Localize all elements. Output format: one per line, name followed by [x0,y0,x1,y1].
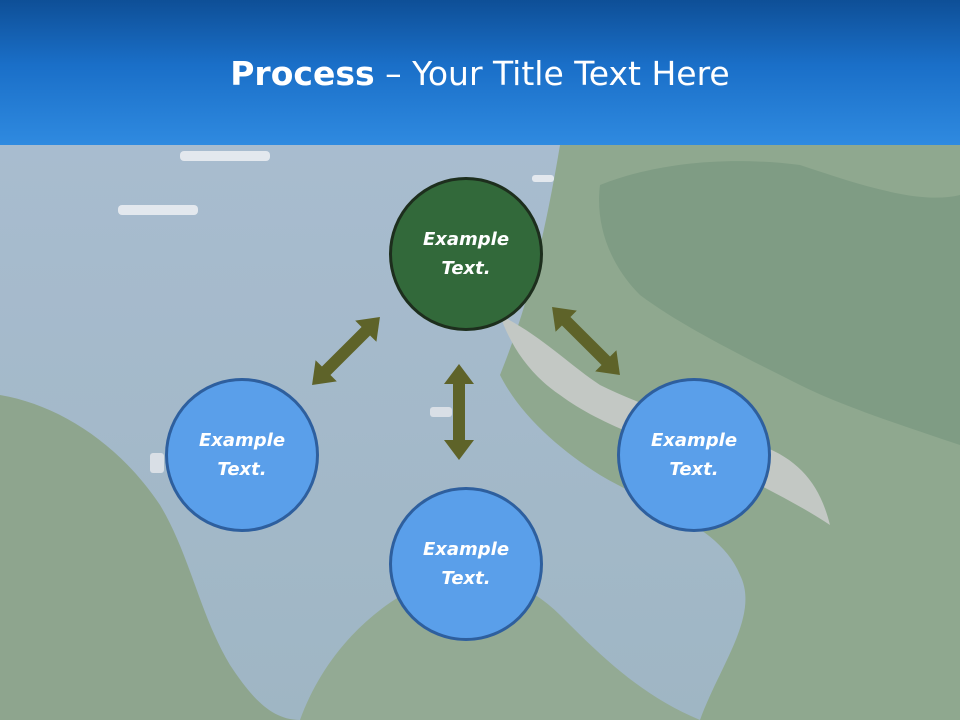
node-label-top: Example Text. [422,229,510,279]
node-label-right: Example Text. [650,430,738,480]
slide-title: Process – Your Title Text Here [0,52,960,96]
title-bold: Process [230,54,375,93]
process-node-top[interactable]: Example Text. [389,177,543,331]
title-rest: – Your Title Text Here [374,54,730,93]
arrow-top-bottom [444,364,474,460]
node-label-left: Example Text. [198,430,286,480]
node-label-bottom: Example Text. [422,539,510,589]
arrow-top-left [312,317,380,385]
arrow-top-right [552,307,620,375]
process-node-left[interactable]: Example Text. [165,378,319,532]
process-node-bottom[interactable]: Example Text. [389,487,543,641]
title-band: Process – Your Title Text Here [0,0,960,145]
process-node-right[interactable]: Example Text. [617,378,771,532]
